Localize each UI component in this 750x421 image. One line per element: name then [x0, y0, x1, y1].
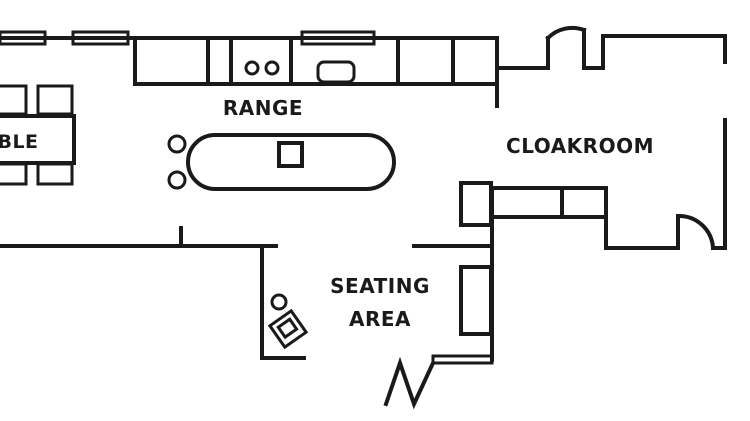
seating-label-line2: AREA: [349, 307, 411, 331]
storage-bench: [490, 186, 608, 219]
island-sink-icon: [277, 141, 304, 168]
chair: [0, 84, 28, 116]
range-label: RANGE: [223, 96, 303, 120]
cloakroom-walls: [459, 25, 727, 251]
window-top-center: [71, 30, 130, 46]
entry-door: [383, 354, 494, 410]
seating-furniture: [267, 265, 493, 350]
stool-icon: [167, 170, 187, 190]
kitchen-island: [167, 133, 396, 191]
cloakroom-label: CLOAKROOM: [506, 134, 654, 158]
armchair-icon: [267, 308, 309, 350]
window-top-left: [0, 30, 47, 46]
chair: [36, 162, 74, 186]
window-over-sink: [300, 30, 376, 46]
seating-label-line1: SEATING: [330, 274, 430, 298]
dining-table: BLE: [0, 84, 76, 186]
cooktop-burner-icon: [244, 60, 260, 76]
table-label: BLE: [0, 131, 39, 153]
top-wall: [0, 30, 137, 46]
sink-icon: [316, 60, 356, 84]
stool-icon: [167, 134, 187, 154]
chair: [36, 84, 74, 116]
bench: [459, 265, 493, 336]
chair: [0, 162, 28, 186]
cabinet: [459, 181, 493, 227]
kitchen-counter: [133, 30, 499, 86]
cooktop-burner-icon: [264, 60, 280, 76]
side-table-icon: [270, 293, 288, 311]
